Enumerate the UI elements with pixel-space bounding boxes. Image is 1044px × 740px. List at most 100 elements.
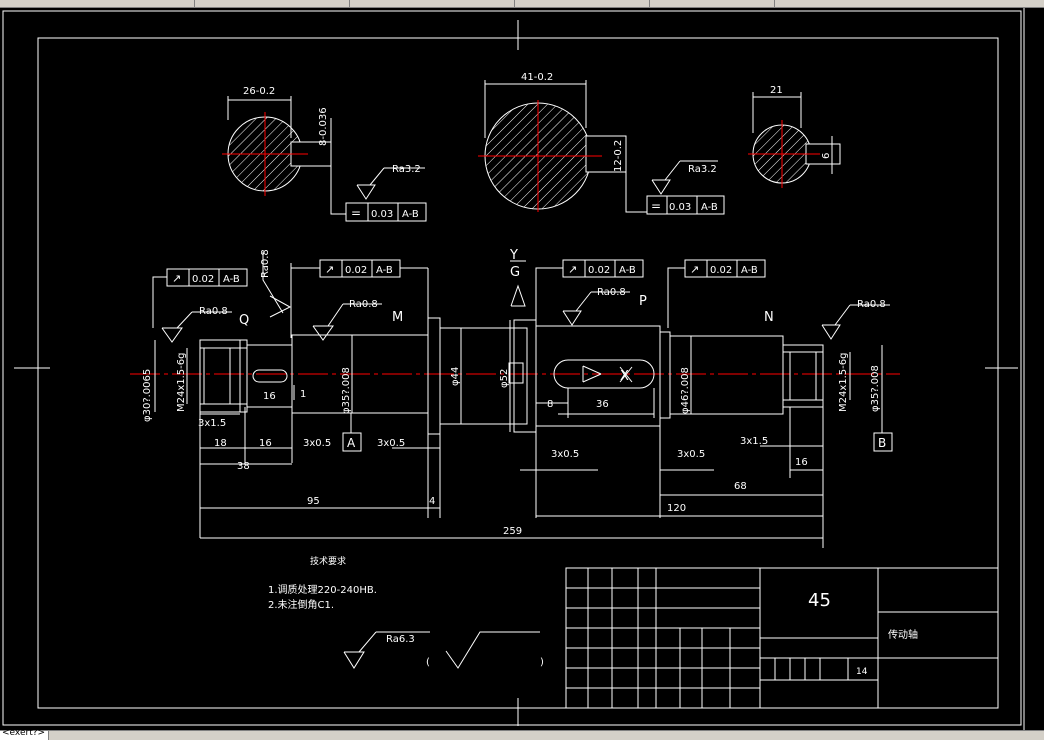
toolbar-segment[interactable] <box>0 0 195 7</box>
dim-chamfer-b: 3x0.5 <box>377 438 405 449</box>
dim-4: 4 <box>429 496 435 507</box>
title-block <box>565 567 999 709</box>
label-p: P <box>639 294 647 309</box>
toolbar-segment[interactable] <box>515 0 650 7</box>
viewport-frame <box>2 10 1022 726</box>
runout-value: 0.02 <box>710 265 732 276</box>
section-right-depth: 6 <box>821 153 832 159</box>
toolbar-segment[interactable] <box>195 0 350 7</box>
drawing-canvas[interactable]: 26-0.2 8-0.036 = 0.03 A-B Ra3.2 41-0.2 1… <box>0 8 1044 730</box>
roughness-global <box>343 631 540 669</box>
dim-keyway-left: 16 <box>263 391 276 402</box>
section-middle-roughness: Ra3.2 <box>688 164 717 175</box>
toolbar-segment[interactable] <box>350 0 515 7</box>
label-g: G <box>510 265 520 280</box>
shaft-main-view <box>130 317 900 435</box>
dim-chamfer-left: 3x1.5 <box>198 418 226 429</box>
datum-a: A <box>342 413 362 452</box>
svg-text:A: A <box>347 436 356 450</box>
paren-open: ( <box>426 657 430 668</box>
dim-68: 68 <box>734 481 747 492</box>
roughness-label: Ra0.8 <box>597 287 626 298</box>
section-left-depth: 8-0.036 <box>318 107 329 146</box>
notes-title: 技术要求 <box>310 555 346 567</box>
roughness-label-vertical: Ra0.8 <box>260 249 271 278</box>
section-left-roughness: Ra3.2 <box>392 164 421 175</box>
runout-frame: ↗ 0.02 A-B <box>667 259 766 328</box>
runout-symbol: ↗ <box>325 263 334 276</box>
datum-b: B <box>873 407 893 452</box>
toolbar <box>0 0 1044 8</box>
runout-symbol: ↗ <box>568 263 577 276</box>
dim-38: 38 <box>237 461 250 472</box>
dim-16-right: 16 <box>795 457 808 468</box>
svg-text:B: B <box>878 436 886 450</box>
runout-frame: ↗ 0.02 A-B <box>535 259 644 324</box>
dim-chamfer-c: 3x0.5 <box>551 449 579 460</box>
runout-value: 0.02 <box>192 274 214 285</box>
runout-frame: ↗ 0.02 A-B <box>290 259 429 338</box>
runout-datum: A-B <box>223 274 240 285</box>
label-q: Q <box>239 313 249 328</box>
section-left: 26-0.2 8-0.036 = 0.03 A-B Ra3.2 <box>222 86 427 222</box>
roughness-global-value: Ra6.3 <box>386 634 415 645</box>
dia-35-right: φ35?.008 <box>870 365 881 412</box>
dim-120: 120 <box>667 503 686 514</box>
label-y: Y <box>509 248 518 263</box>
dia-52: φ52 <box>499 369 510 388</box>
title-sheet: 14 <box>856 667 868 677</box>
dim-one: 1 <box>300 389 306 400</box>
dim-18: 18 <box>214 438 227 449</box>
runout-symbol: ↗ <box>172 272 181 285</box>
dia-m24-left: M24x1.5-6g <box>176 353 187 413</box>
dia-44: φ44 <box>450 367 461 386</box>
dim-chamfer-d: 3x0.5 <box>677 449 705 460</box>
runout-datum: A-B <box>376 265 393 276</box>
roughness-label: Ra0.8 <box>349 299 378 310</box>
toolbar-segment[interactable] <box>650 0 775 7</box>
tol-datum: A-B <box>402 209 419 220</box>
command-text: <exert?> <box>2 728 46 738</box>
centering-marks <box>14 20 1018 726</box>
dia-m24-right: M24x1.5-6g <box>838 353 849 413</box>
command-line[interactable]: <exert?> <box>0 728 1044 740</box>
dim-chamfer-right: 3x1.5 <box>740 436 768 447</box>
dia-30: φ30?.0065 <box>142 369 153 422</box>
tol-symbol: = <box>651 199 661 213</box>
section-middle-depth: 12-0.2 <box>613 140 624 172</box>
section-right-width: 21 <box>770 85 783 96</box>
tol-value: 0.03 <box>371 209 393 220</box>
dim-chamfer-a: 3x0.5 <box>303 438 331 449</box>
dim-36: 36 <box>596 399 609 410</box>
roughness-symbols <box>161 252 890 343</box>
title-part-name: 传动轴 <box>888 628 918 641</box>
dia-46: φ46?.008 <box>680 367 691 414</box>
paren-close: ) <box>540 657 544 668</box>
notes-line2: 2.未注倒角C1. <box>268 598 334 611</box>
section-right: 21 6 <box>748 85 841 188</box>
label-n: N <box>764 310 774 325</box>
command-input[interactable] <box>0 731 49 740</box>
dim-95: 95 <box>307 496 320 507</box>
dim-8: 8 <box>547 399 553 410</box>
roughness-label: Ra0.8 <box>857 299 886 310</box>
section-left-width: 26-0.2 <box>243 86 275 97</box>
runout-datum: A-B <box>619 265 636 276</box>
dim-16: 16 <box>259 438 272 449</box>
runout-frames: ↗ 0.02 A-B ↗ 0.02 A-B ↗ 0.02 A-B <box>152 259 766 338</box>
dia-35-left: φ35?.008 <box>341 367 352 414</box>
diameter-labels: φ30?.0065 M24x1.5-6g φ35?.008 φ44 φ52 φ4… <box>142 320 883 432</box>
roughness-label: Ra0.8 <box>199 306 228 317</box>
tol-datum: A-B <box>701 202 718 213</box>
section-middle-width: 41-0.2 <box>521 72 553 83</box>
runout-symbol: ↗ <box>690 263 699 276</box>
section-middle: 41-0.2 12-0.2 = 0.03 A-B Ra3.2 <box>478 72 725 215</box>
title-material: 45 <box>808 590 831 611</box>
tol-symbol: = <box>351 206 361 220</box>
label-m: M <box>392 310 403 325</box>
dim-259: 259 <box>503 526 522 537</box>
runout-value: 0.02 <box>588 265 610 276</box>
label-x: X <box>620 369 629 384</box>
runout-datum: A-B <box>741 265 758 276</box>
runout-value: 0.02 <box>345 265 367 276</box>
